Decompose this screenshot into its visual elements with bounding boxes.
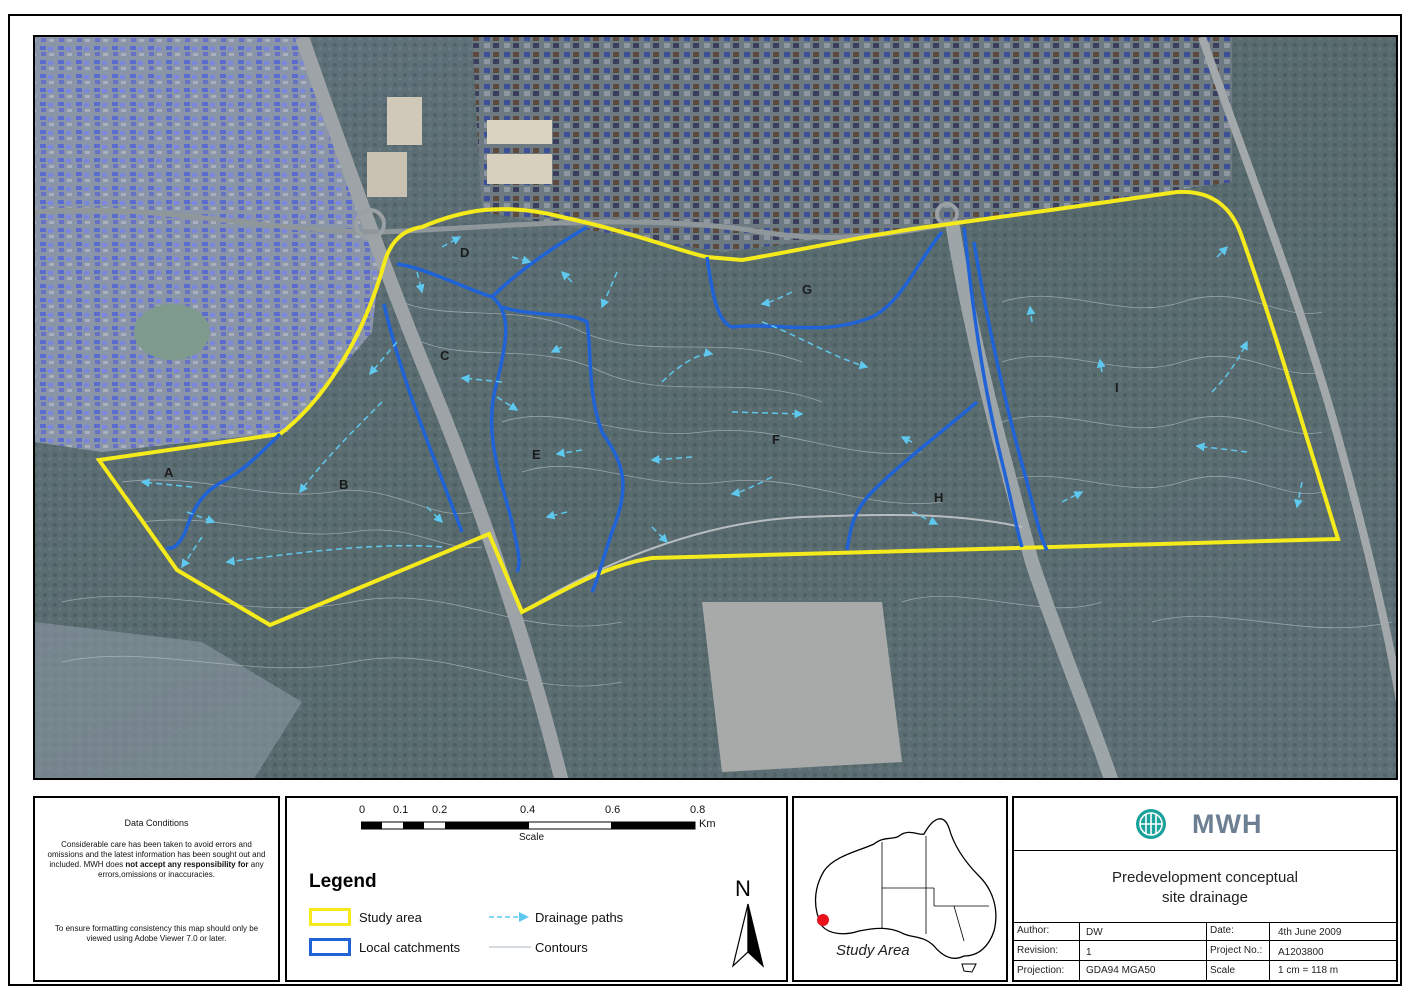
thin-line-icon	[489, 946, 531, 948]
date-value: 4th June 2009	[1278, 927, 1342, 938]
legend-contours: Contours	[535, 940, 588, 955]
catchment-label-g: G	[802, 282, 812, 297]
brand-name: MWH	[1192, 809, 1263, 839]
disclaimer-end: any errors,omissions or inaccuracies.	[98, 860, 264, 879]
revision-label: Revision:	[1017, 945, 1059, 956]
cleared-lot	[487, 120, 552, 144]
arrow-line-icon	[489, 912, 529, 922]
projection-value: GDA94 MGA50	[1086, 965, 1156, 976]
catchment-label-d: D	[460, 245, 469, 260]
legend-study-area: Study area	[359, 910, 422, 925]
lake	[134, 304, 210, 360]
scale-tick: 0.2	[432, 804, 448, 816]
date-label: Date:	[1210, 925, 1234, 936]
catchment-label-b: B	[339, 477, 348, 492]
australia-map-icon	[814, 818, 997, 973]
disclaimer-text: Considerable care has been taken to avoi…	[47, 840, 266, 869]
projection-label: Projection:	[1017, 965, 1065, 976]
revision-value: 1	[1086, 947, 1092, 958]
study-location-marker	[817, 914, 829, 926]
cleared-lot	[367, 152, 407, 197]
scale-tick: 0.1	[393, 804, 409, 816]
project-value: A1203800	[1278, 947, 1324, 958]
quarry	[702, 602, 902, 772]
urban-area-north	[472, 37, 1232, 252]
track	[521, 513, 1023, 613]
drainage-paths	[140, 236, 1303, 569]
cleared-lot	[487, 154, 552, 184]
local-catchment-boundaries	[165, 225, 1049, 593]
table-divider	[1206, 922, 1207, 982]
scale-tick: 0.6	[605, 804, 621, 816]
map-title-line1: Predevelopment conceptual	[1112, 869, 1298, 886]
data-conditions-title: Data Conditions	[124, 818, 189, 828]
brand-row: MWH	[1014, 798, 1396, 851]
map-info-table: Author: DW Date: 4th June 2009 Revision:…	[1014, 922, 1396, 982]
data-conditions-panel: Data Conditions Considerable care has be…	[33, 796, 280, 982]
catchment-swatch	[309, 938, 351, 956]
table-divider	[1014, 940, 1396, 941]
legend-title: Legend	[309, 871, 377, 892]
inset-panel: Study Area	[792, 796, 1008, 982]
catchment-label-i: I	[1115, 380, 1119, 395]
catchment-label-f: F	[772, 432, 780, 447]
map-title-line2: site drainage	[1162, 889, 1248, 906]
table-divider	[1079, 922, 1080, 982]
scale-tick: 0.4	[520, 804, 536, 816]
map-title-row: Predevelopment conceptual site drainage	[1014, 850, 1396, 923]
catchment-label-c: C	[440, 348, 450, 363]
title-block: MWH Predevelopment conceptual site drain…	[1012, 796, 1398, 982]
cleared-lot	[387, 97, 422, 145]
legend-panel: 0 0.1 0.2 0.4 0.6 0.8 Km Scale Legend St…	[285, 796, 788, 982]
roundabout	[354, 208, 386, 240]
data-conditions-body: Considerable care has been taken to avoi…	[45, 840, 268, 880]
road-east	[1198, 37, 1396, 703]
legend-drainage: Drainage paths	[535, 910, 624, 925]
scale-bar	[361, 821, 696, 830]
disclaimer-bold: not accept any responsibility for	[125, 860, 249, 869]
project-label: Project No.:	[1210, 945, 1263, 956]
mwh-logo-icon	[1136, 809, 1166, 839]
table-divider	[1014, 960, 1396, 961]
north-label: N	[735, 876, 751, 901]
author-value: DW	[1086, 927, 1103, 938]
scale-label: Scale	[519, 832, 545, 843]
legend-catchments: Local catchments	[359, 940, 461, 955]
catchment-label-e: E	[532, 447, 541, 462]
contour-lines	[61, 295, 1393, 687]
study-area-swatch	[309, 908, 351, 926]
scale-label-cell: Scale	[1210, 965, 1236, 976]
scale-value: 1 cm = 118 m	[1278, 965, 1339, 976]
inset-study-area-label: Study Area	[836, 942, 910, 959]
north-arrow-icon	[731, 903, 765, 968]
highway-east	[945, 220, 1119, 778]
catchment-label-a: A	[164, 465, 174, 480]
aerial-map[interactable]: A B C D E F G H I	[33, 35, 1398, 780]
author-label: Author:	[1017, 925, 1050, 936]
scale-tick: 0	[359, 804, 366, 816]
scale-tick: 0.8	[690, 804, 706, 816]
viewer-note: To ensure formatting consistency this ma…	[54, 924, 259, 943]
scale-unit: Km	[699, 818, 716, 830]
urban-area-west	[35, 37, 382, 452]
map-title: Predevelopment conceptual site drainage	[1014, 868, 1396, 908]
study-area-boundary	[95, 189, 1341, 628]
map-canvas: A B C D E F G H I	[35, 37, 1396, 778]
catchment-label-h: H	[934, 490, 943, 505]
table-divider	[1269, 922, 1270, 982]
cleared-ground	[35, 622, 302, 778]
highway-west	[295, 37, 569, 778]
